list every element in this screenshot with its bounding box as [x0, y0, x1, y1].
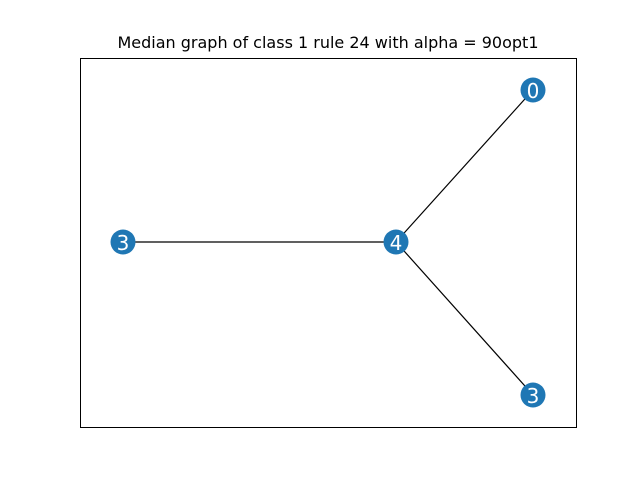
node-label: 3: [117, 231, 130, 255]
graph-node-0: 0: [520, 77, 546, 103]
graph-edge-0: [395, 89, 534, 243]
graph-edge-2: [395, 241, 534, 396]
nodes-layer: 0 3 4 3: [110, 77, 546, 408]
graph-node-2: 4: [383, 229, 409, 255]
node-circle: [520, 382, 546, 408]
node-label: 3: [527, 384, 540, 408]
node-label: 0: [527, 79, 540, 103]
plot-frame: [80, 58, 577, 428]
node-circle: [110, 229, 136, 255]
node-label: 4: [390, 231, 403, 255]
graph-node-1: 3: [110, 229, 136, 255]
graph-node-3: 3: [520, 382, 546, 408]
figure-title: Median graph of class 1 rule 24 with alp…: [117, 33, 539, 52]
node-circle: [520, 77, 546, 103]
node-circle: [383, 229, 409, 255]
edges-layer: [123, 89, 534, 396]
